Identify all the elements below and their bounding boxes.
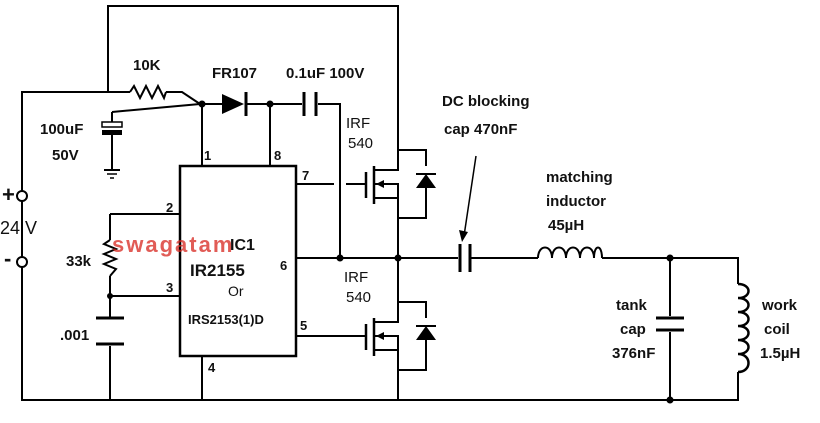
- pin-5: 5: [300, 318, 307, 333]
- inductor-matching: [537, 246, 603, 259]
- diode-fr107: [222, 92, 248, 116]
- label-matching-1: matching: [546, 169, 613, 186]
- label-irf-bot-2: 540: [346, 289, 371, 306]
- resistor-33k: [101, 239, 119, 277]
- label-tank-1: tank: [616, 297, 648, 314]
- label-work-3: 1.5µH: [760, 345, 800, 362]
- junction-dot: [394, 254, 402, 262]
- label-c001: .001: [60, 327, 89, 344]
- ic-body: [178, 164, 298, 358]
- junction-dot: [107, 293, 113, 299]
- junction-dot: [666, 396, 674, 404]
- label-ic-part: IR2155: [190, 261, 245, 280]
- label-work-1: work: [761, 297, 798, 314]
- label-matching-2: inductor: [546, 193, 606, 210]
- label-minus: -: [4, 246, 11, 271]
- label-ic-or: Or: [228, 283, 244, 299]
- capacitor-001: [96, 316, 124, 346]
- label-irf-bot-1: IRF: [344, 269, 368, 286]
- capacitor-dc-blocking: [458, 244, 472, 272]
- junction-dot: [336, 254, 344, 262]
- label-tank-2: cap: [620, 321, 646, 338]
- wiring: [21, 5, 739, 401]
- ground-icon: [104, 169, 120, 179]
- pin-8: 8: [274, 148, 281, 163]
- capacitor-0-1uf: [302, 92, 318, 116]
- pin-6: 6: [280, 258, 287, 273]
- junction-dot: [198, 100, 206, 108]
- terminal-negative: [16, 256, 28, 268]
- pin-7: 7: [302, 168, 309, 183]
- terminal-positive: [16, 190, 28, 202]
- junction-dot: [266, 100, 274, 108]
- annotation-arrow: [459, 155, 477, 242]
- junction-dot: [666, 254, 674, 262]
- label-diode: FR107: [212, 65, 257, 82]
- pin-4: 4: [208, 360, 216, 375]
- resistor-10k: [129, 83, 167, 101]
- label-r33k: 33k: [66, 253, 92, 270]
- label-tank-3: 376nF: [612, 345, 655, 362]
- mosfet-top: [364, 149, 436, 219]
- label-matching-3: 45µH: [548, 217, 584, 234]
- label-irf-top-2: 540: [348, 135, 373, 152]
- watermark-text: swagatam: [112, 232, 234, 257]
- label-work-2: coil: [764, 321, 790, 338]
- pin-3: 3: [166, 280, 173, 295]
- mosfet-bottom: [364, 301, 436, 371]
- label-irf-top-1: IRF: [346, 115, 370, 132]
- label-voltage: 24 V: [0, 218, 37, 238]
- label-cap100-2: 50V: [52, 147, 79, 164]
- label-cap01: 0.1uF 100V: [286, 65, 364, 82]
- label-r10k: 10K: [133, 57, 161, 74]
- inductor-work-coil: [737, 282, 750, 374]
- pin-1: 1: [204, 148, 211, 163]
- capacitor-100uf: [101, 121, 123, 135]
- capacitor-tank: [656, 316, 684, 332]
- label-dc-blocking-1: DC blocking: [442, 93, 530, 110]
- label-ic-alt: IRS2153(1)D: [188, 312, 264, 327]
- label-ic1: IC1: [230, 237, 255, 254]
- label-plus: +: [2, 182, 15, 207]
- pin-2: 2: [166, 200, 173, 215]
- label-dc-blocking-2: cap 470nF: [444, 121, 517, 138]
- label-cap100-1: 100uF: [40, 121, 83, 138]
